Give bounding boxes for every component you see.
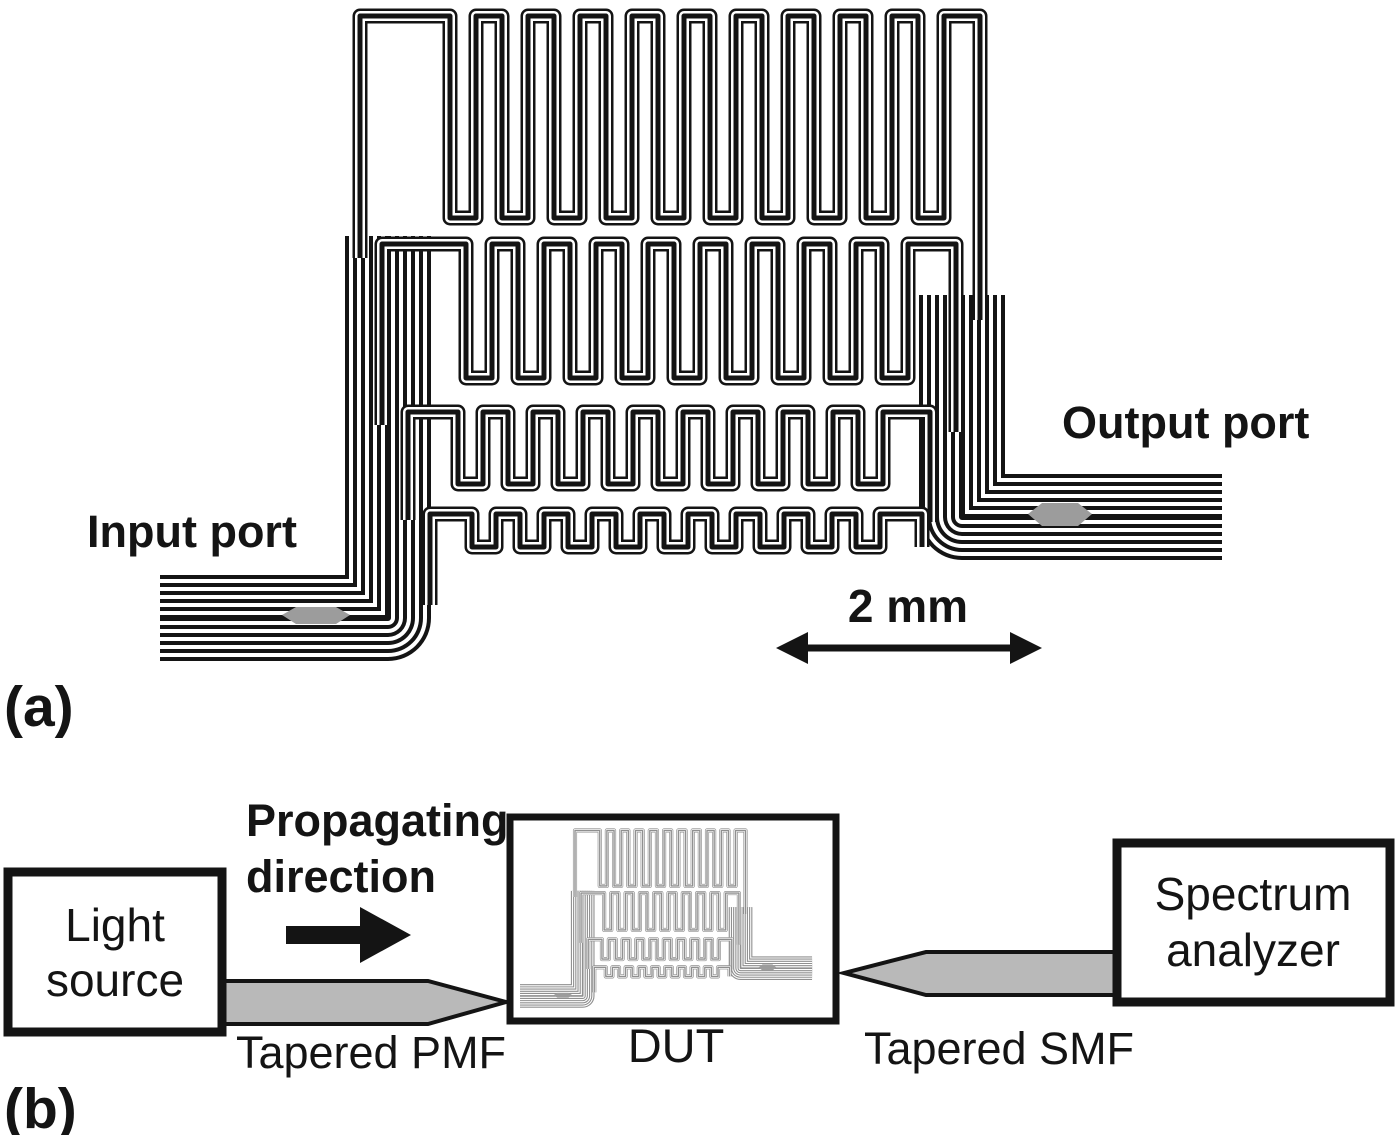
tapered-smf-label: Tapered SMF — [864, 1023, 1134, 1074]
measurement-setup: Propagating direction Light source Spect… — [3, 795, 1395, 1078]
tapered-smf-shape — [836, 950, 1119, 997]
propagation-arrow-icon — [286, 907, 411, 963]
spectrum-analyzer-box — [1112, 838, 1395, 1007]
light-source-box — [3, 867, 227, 1037]
panel-a-tag: (a) — [4, 675, 74, 739]
tapered-pmf-shape — [222, 979, 514, 1026]
waveguide-meander — [160, 8, 1222, 661]
light-source-label-line2: source — [46, 954, 184, 1006]
input-port-label: Input port — [87, 506, 297, 557]
panel-b-tag: (b) — [4, 1077, 77, 1135]
propagating-direction-label-line1: Propagating — [246, 795, 509, 846]
scale-arrow-left-icon — [776, 632, 808, 664]
light-source-label-line1: Light — [65, 899, 165, 951]
spectrum-analyzer-label-line2: analyzer — [1166, 924, 1340, 976]
scale-bar-label: 2 mm — [848, 580, 968, 632]
tapered-pmf-label: Tapered PMF — [236, 1027, 506, 1078]
propagating-direction-label-line2: direction — [246, 851, 436, 902]
dut-label: DUT — [628, 1019, 725, 1072]
spectrum-analyzer-label-line1: Spectrum — [1155, 868, 1352, 920]
output-port-label: Output port — [1062, 397, 1309, 448]
dut-chip-thumbnail — [520, 828, 813, 1008]
scale-arrow-right-icon — [1010, 632, 1042, 664]
scale-bar: 2 mm — [776, 580, 1042, 664]
